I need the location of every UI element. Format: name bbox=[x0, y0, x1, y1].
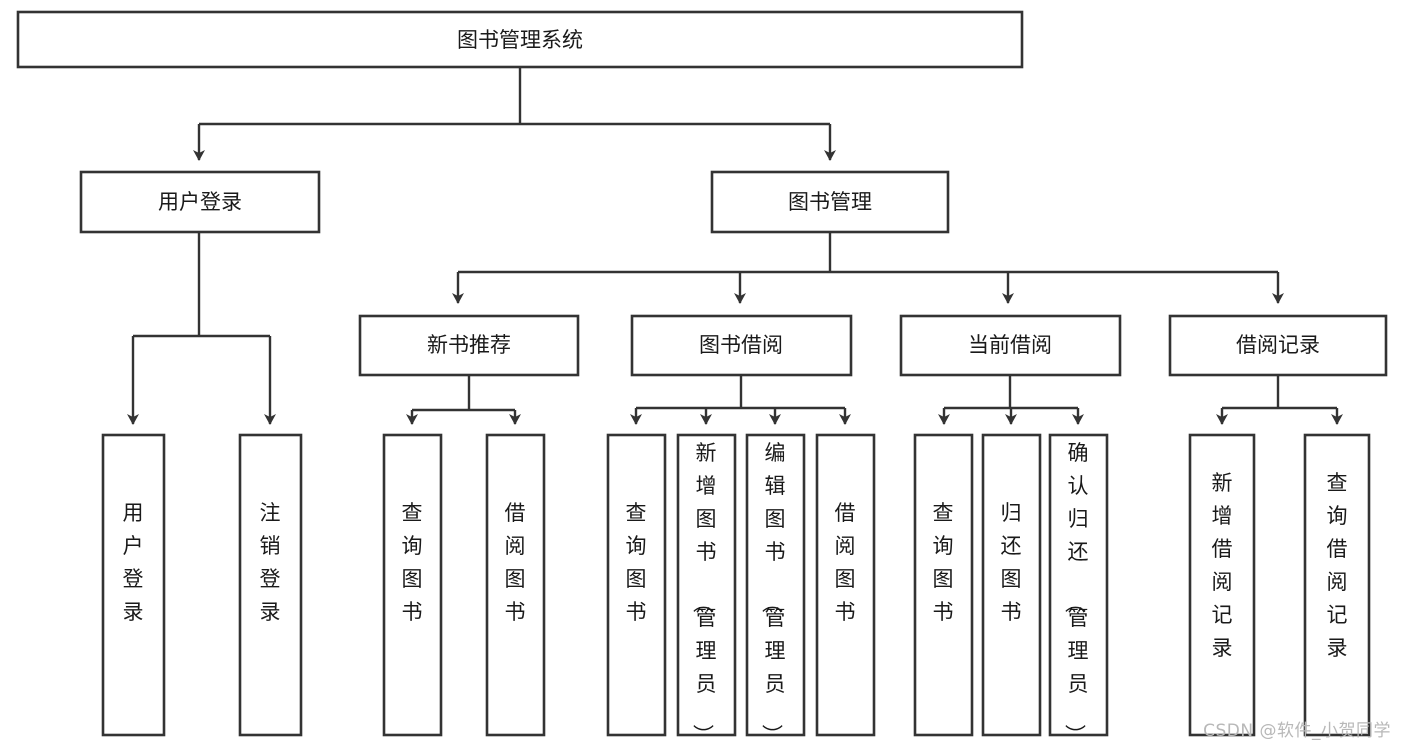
node-leaf-borrow-book-1-box[interactable] bbox=[485, 433, 546, 737]
node-user-login[interactable]: 用户登录 bbox=[79, 170, 321, 234]
node-borrow-record-box[interactable] bbox=[1168, 314, 1388, 377]
node-leaf-query-record[interactable]: 查询借阅记录 bbox=[1303, 433, 1371, 737]
node-leaf-edit-book-label: 编辑图书（管理员） bbox=[760, 441, 786, 745]
node-leaf-add-book[interactable]: 新增图书（管理员） bbox=[676, 433, 737, 745]
node-user-login-label: 用户登录 bbox=[158, 190, 242, 214]
node-current-borrow[interactable]: 当前借阅 bbox=[899, 314, 1122, 377]
node-leaf-user-login-box[interactable] bbox=[101, 433, 166, 737]
node-borrow-record[interactable]: 借阅记录 bbox=[1168, 314, 1388, 377]
node-borrow-record-label: 借阅记录 bbox=[1236, 333, 1320, 357]
node-leaf-user-login[interactable]: 用户登录 bbox=[101, 433, 166, 737]
node-leaf-return-book-box[interactable] bbox=[981, 433, 1042, 737]
node-leaf-query-record-label: 查询借阅记录 bbox=[1327, 471, 1348, 660]
node-leaf-confirm-return-label: 确认归还（管理员） bbox=[1063, 441, 1089, 745]
node-leaf-borrow-book-2-label: 借阅图书 bbox=[835, 501, 856, 624]
node-leaf-borrow-book-2-box[interactable] bbox=[815, 433, 876, 737]
node-leaf-user-logout-label: 注销登录 bbox=[260, 501, 281, 624]
node-book-manage-label: 图书管理 bbox=[788, 190, 872, 214]
node-leaf-add-record-label: 新增借阅记录 bbox=[1212, 471, 1233, 660]
node-leaf-add-record[interactable]: 新增借阅记录 bbox=[1188, 433, 1256, 737]
node-leaf-confirm-return-box[interactable] bbox=[1048, 433, 1109, 737]
node-leaf-add-record-box[interactable] bbox=[1188, 433, 1256, 737]
node-leaf-edit-book-box[interactable] bbox=[745, 433, 806, 737]
node-new-book-recommend-label: 新书推荐 bbox=[427, 333, 511, 357]
node-root[interactable]: 图书管理系统 bbox=[16, 10, 1024, 69]
node-current-borrow-label: 当前借阅 bbox=[968, 333, 1052, 357]
node-leaf-add-book-label: 新增图书（管理员） bbox=[691, 441, 717, 745]
node-leaf-borrow-book-2[interactable]: 借阅图书 bbox=[815, 433, 876, 737]
node-book-borrow-label: 图书借阅 bbox=[699, 333, 783, 357]
node-leaf-add-book-box[interactable] bbox=[676, 433, 737, 737]
node-leaf-query-record-box[interactable] bbox=[1303, 433, 1371, 737]
node-new-book-recommend[interactable]: 新书推荐 bbox=[358, 314, 580, 377]
node-leaf-return-book[interactable]: 归还图书 bbox=[981, 433, 1042, 737]
node-leaf-query-book-1-label: 查询图书 bbox=[402, 501, 423, 624]
node-leaf-edit-book[interactable]: 编辑图书（管理员） bbox=[745, 433, 806, 745]
node-leaf-query-book-3-label: 查询图书 bbox=[933, 501, 954, 624]
node-leaf-query-book-1-box[interactable] bbox=[382, 433, 443, 737]
node-root-box[interactable] bbox=[16, 10, 1024, 69]
node-root-label: 图书管理系统 bbox=[457, 28, 583, 52]
node-current-borrow-box[interactable] bbox=[899, 314, 1122, 377]
node-leaf-borrow-book-1-label: 借阅图书 bbox=[505, 501, 526, 624]
node-leaf-confirm-return[interactable]: 确认归还（管理员） bbox=[1048, 433, 1109, 745]
node-leaf-user-logout[interactable]: 注销登录 bbox=[238, 433, 303, 737]
node-leaf-user-login-label: 用户登录 bbox=[123, 501, 144, 624]
node-leaf-query-book-2[interactable]: 查询图书 bbox=[606, 433, 667, 737]
node-leaf-query-book-2-box[interactable] bbox=[606, 433, 667, 737]
node-leaf-borrow-book-1[interactable]: 借阅图书 bbox=[485, 433, 546, 737]
node-book-borrow[interactable]: 图书借阅 bbox=[630, 314, 853, 377]
node-leaf-user-logout-box[interactable] bbox=[238, 433, 303, 737]
node-leaf-query-book-1[interactable]: 查询图书 bbox=[382, 433, 443, 737]
node-book-manage-box[interactable] bbox=[710, 170, 950, 234]
node-new-book-recommend-box[interactable] bbox=[358, 314, 580, 377]
connector-layer bbox=[127, 67, 1343, 425]
node-leaf-query-book-3-box[interactable] bbox=[913, 433, 974, 737]
node-leaf-query-book-2-label: 查询图书 bbox=[626, 501, 647, 624]
node-leaf-return-book-label: 归还图书 bbox=[1001, 501, 1022, 624]
node-book-manage[interactable]: 图书管理 bbox=[710, 170, 950, 234]
node-leaf-query-book-3[interactable]: 查询图书 bbox=[913, 433, 974, 737]
node-book-borrow-box[interactable] bbox=[630, 314, 853, 377]
csdn-watermark: CSDN @软件_小贺同学 bbox=[1203, 721, 1391, 741]
node-user-login-box[interactable] bbox=[79, 170, 321, 234]
